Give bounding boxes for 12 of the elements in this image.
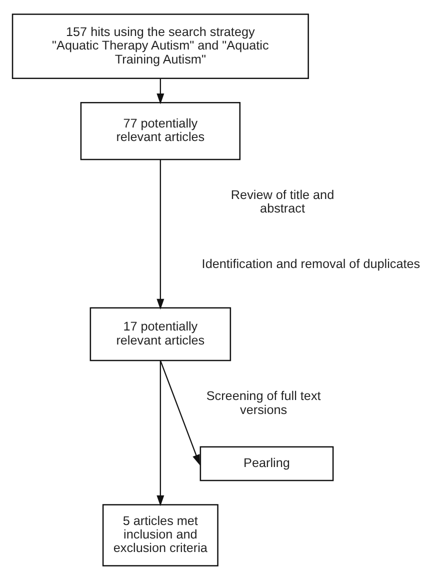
node-box: 77 potentially relevant articles: [80, 102, 241, 160]
node-box: Pearling: [200, 446, 334, 481]
label: Review of title and abstract: [230, 188, 334, 216]
node-box: 5 articles met inclusion and exclusion criteria: [102, 504, 218, 566]
node-box: 157 hits using the search strategy "Aquatic Therapy Autism" and "Aquatic Training Autism": [12, 13, 309, 79]
node-box: 17 potentially relevant articles: [90, 306, 232, 361]
label: Screening of full text versions: [206, 388, 321, 416]
arrow: [160, 360, 200, 465]
arrow: [156, 159, 164, 310]
arrow: [156, 360, 164, 506]
label: Identification and removal of duplicates: [202, 256, 420, 270]
arrow: [156, 78, 164, 104]
